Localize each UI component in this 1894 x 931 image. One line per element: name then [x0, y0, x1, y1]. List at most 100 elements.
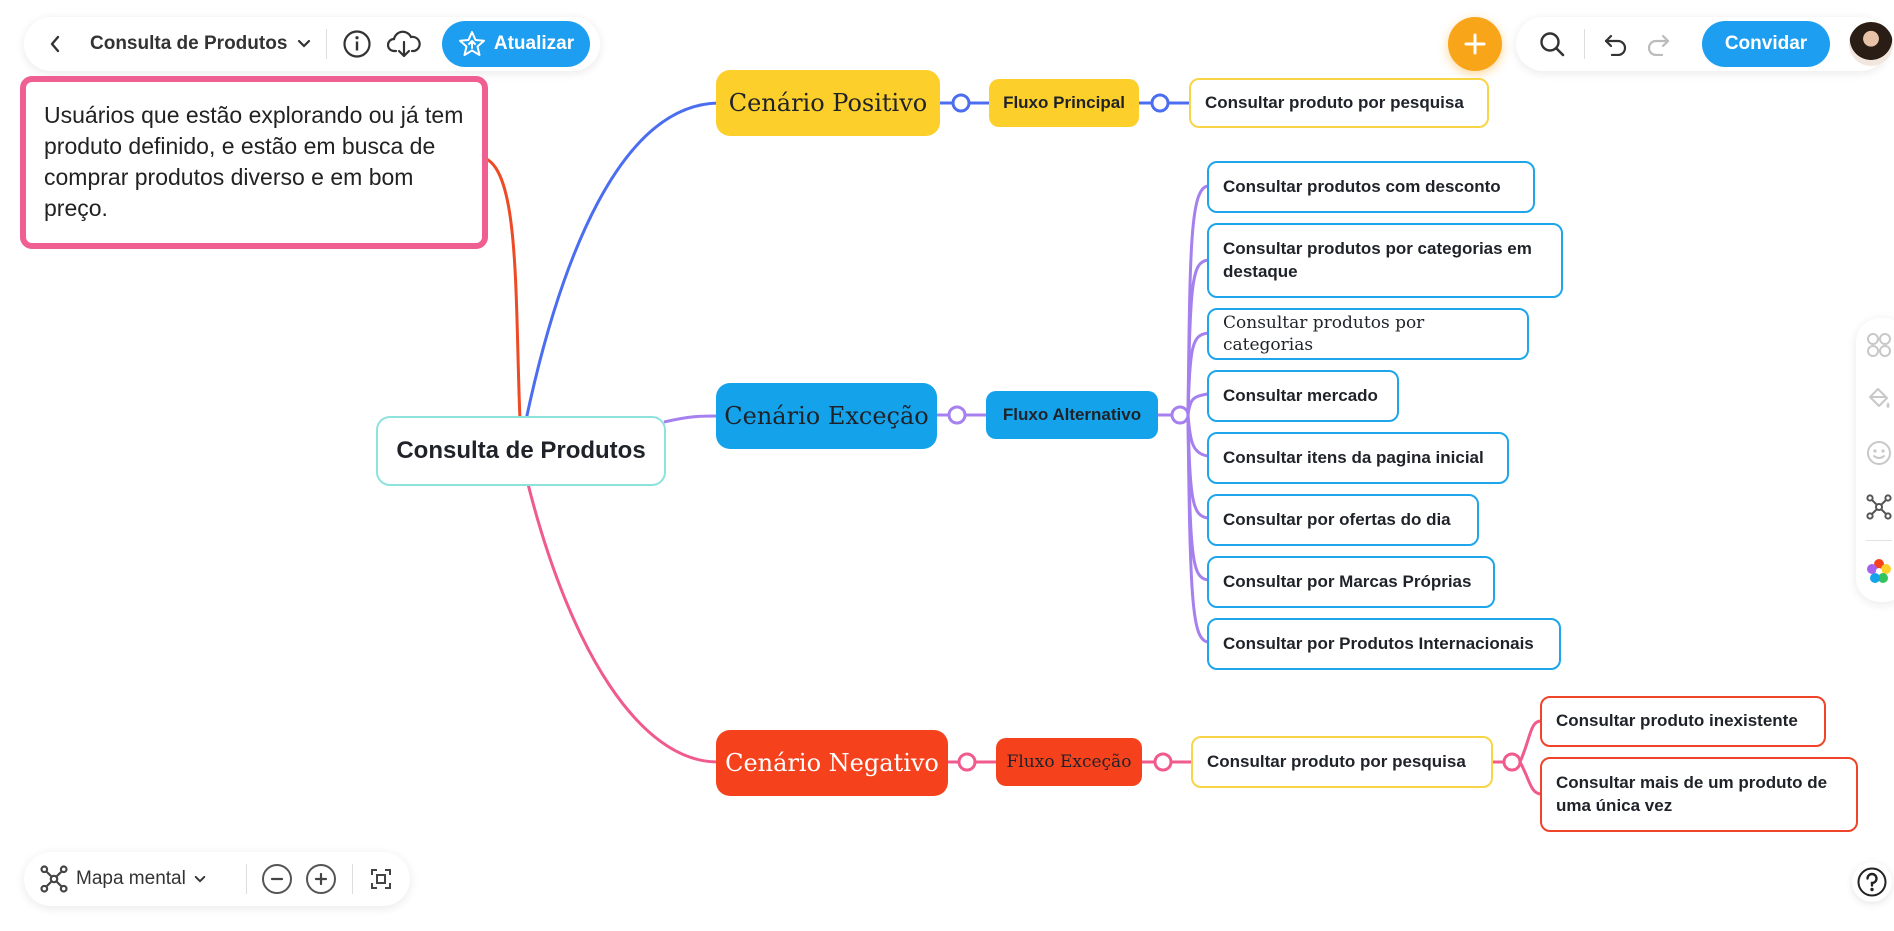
chevron-left-icon — [50, 35, 60, 53]
exception-item-label: Consultar por Produtos Internacionais — [1223, 633, 1534, 653]
negative-subitem-node[interactable]: Consultar mais de um produto de uma únic… — [1540, 757, 1858, 832]
invite-button[interactable]: Convidar — [1702, 21, 1830, 67]
root-node-label: Consulta de Produtos — [396, 437, 646, 464]
structure-button[interactable] — [1866, 494, 1892, 520]
avatar[interactable] — [1849, 22, 1893, 66]
flow-principal-label: Fluxo Principal — [1003, 93, 1125, 112]
search-icon — [1540, 32, 1565, 57]
view-toolbar: Mapa mental — [24, 852, 410, 906]
zoom-in-button[interactable] — [306, 864, 336, 894]
connector-root-note — [483, 156, 522, 421]
grid-icon — [1867, 333, 1891, 357]
scenario-negative-node[interactable]: Cenário Negativo — [716, 730, 948, 796]
negative-subitem-node[interactable]: Consultar produto inexistente — [1540, 696, 1826, 747]
view-mode-label: Mapa mental — [76, 868, 186, 889]
info-icon — [343, 30, 371, 58]
side-toolbar — [1856, 318, 1894, 602]
back-button[interactable] — [40, 17, 70, 71]
scenario-exception-node[interactable]: Cenário Exceção — [716, 383, 937, 449]
exception-item-label: Consultar produtos por categorias em des… — [1223, 239, 1532, 281]
flow-alternative-label: Fluxo Alternativo — [1002, 405, 1142, 424]
flow-exception-node[interactable]: Fluxo Exceção — [996, 738, 1142, 786]
update-button[interactable]: Atualizar — [442, 21, 590, 67]
undo-icon — [1604, 34, 1627, 56]
invite-button-label: Convidar — [1724, 33, 1808, 54]
exception-item-node[interactable]: Consultar produtos com desconto — [1207, 161, 1535, 213]
note-node[interactable]: Usuários que estão explorando ou já tem … — [20, 76, 488, 249]
exception-item-label: Consultar itens da pagina inicial — [1223, 447, 1484, 467]
plus-icon — [1464, 33, 1486, 55]
redo-button[interactable] — [1640, 17, 1676, 71]
toolbar-divider — [246, 864, 247, 894]
scenario-positive-node[interactable]: Cenário Positivo — [716, 70, 940, 136]
exception-item-node[interactable]: Consultar itens da pagina inicial — [1207, 432, 1509, 484]
exception-item-node[interactable]: Consultar por Marcas Próprias — [1207, 556, 1495, 608]
search-button[interactable] — [1534, 17, 1570, 71]
flow-alternative-node[interactable]: Fluxo Alternativo — [986, 391, 1158, 439]
color-flower-icon — [1867, 559, 1891, 583]
positive-item-node[interactable]: Consultar produto por pesquisa — [1189, 78, 1489, 128]
view-mode-dropdown[interactable]: Mapa mental — [40, 852, 206, 906]
positive-item-label: Consultar produto por pesquisa — [1205, 92, 1464, 112]
exception-item-label: Consultar por ofertas do dia — [1223, 509, 1451, 529]
negative-item-node[interactable]: Consultar produto por pesquisa — [1191, 736, 1493, 788]
chevron-down-icon — [298, 39, 311, 48]
mindmap-structure-icon — [40, 865, 68, 893]
negative-item-label: Consultar produto por pesquisa — [1207, 751, 1466, 771]
connector-root-positive — [524, 101, 719, 421]
theme-button[interactable] — [1866, 558, 1892, 584]
toolbar-divider — [1584, 29, 1585, 59]
negative-subitem-label: Consultar mais de um produto de uma únic… — [1556, 773, 1828, 815]
node-handle[interactable] — [1153, 752, 1173, 772]
fit-to-screen-button[interactable] — [364, 852, 398, 906]
exception-item-node[interactable]: Consultar por ofertas do dia — [1207, 494, 1479, 546]
smiley-icon — [1867, 441, 1891, 465]
node-handle[interactable] — [947, 405, 967, 425]
toolbar-divider — [352, 864, 353, 894]
scenario-positive-label: Cenário Positivo — [728, 89, 928, 117]
note-text: Usuários que estão explorando ou já tem … — [44, 102, 464, 222]
exception-item-label: Consultar mercado — [1223, 385, 1378, 405]
flow-exception-label: Fluxo Exceção — [1006, 752, 1132, 772]
info-button[interactable] — [340, 17, 374, 71]
cloud-download-icon — [387, 30, 421, 58]
exception-item-node[interactable]: Consultar mercado — [1207, 370, 1399, 422]
exception-item-label: Consultar produtos por categorias — [1223, 312, 1425, 355]
connector-root-exception — [663, 414, 719, 424]
focus-icon — [371, 869, 391, 889]
node-handle[interactable] — [957, 752, 977, 772]
node-handle[interactable] — [1150, 93, 1170, 113]
download-button[interactable] — [384, 17, 424, 71]
mindmap-structure-icon — [1866, 494, 1892, 520]
root-node[interactable]: Consulta de Produtos — [376, 416, 666, 486]
exception-item-node[interactable]: Consultar por Produtos Internacionais — [1207, 618, 1561, 670]
plus-icon — [314, 872, 328, 886]
collaboration-toolbar: Convidar — [1516, 17, 1888, 71]
flow-principal-node[interactable]: Fluxo Principal — [989, 79, 1139, 127]
help-icon — [1857, 867, 1887, 897]
negative-subitem-label: Consultar produto inexistente — [1556, 711, 1798, 731]
layout-button[interactable] — [1866, 332, 1892, 358]
node-handle[interactable] — [1170, 405, 1190, 425]
exception-item-node[interactable]: Consultar produtos por categorias — [1207, 308, 1529, 360]
style-button[interactable] — [1866, 386, 1892, 412]
document-title-dropdown[interactable]: Consulta de Produtos — [90, 17, 311, 71]
minus-icon — [270, 877, 284, 881]
exception-item-label: Consultar por Marcas Próprias — [1223, 571, 1472, 591]
exception-item-label: Consultar produtos com desconto — [1223, 176, 1501, 196]
add-button[interactable] — [1448, 17, 1502, 71]
node-handle[interactable] — [951, 93, 971, 113]
scenario-negative-label: Cenário Negativo — [725, 749, 939, 777]
paint-bucket-icon — [1869, 388, 1890, 408]
help-button[interactable] — [1852, 862, 1892, 902]
zoom-out-button[interactable] — [262, 864, 292, 894]
scenario-exception-label: Cenário Exceção — [724, 402, 929, 430]
sticker-button[interactable] — [1866, 440, 1892, 466]
document-title: Consulta de Produtos — [90, 33, 288, 54]
undo-button[interactable] — [1598, 17, 1634, 71]
node-handle[interactable] — [1502, 752, 1522, 772]
star-upgrade-icon — [458, 31, 485, 56]
side-toolbar-divider — [1866, 540, 1892, 541]
exception-item-node[interactable]: Consultar produtos por categorias em des… — [1207, 223, 1563, 298]
